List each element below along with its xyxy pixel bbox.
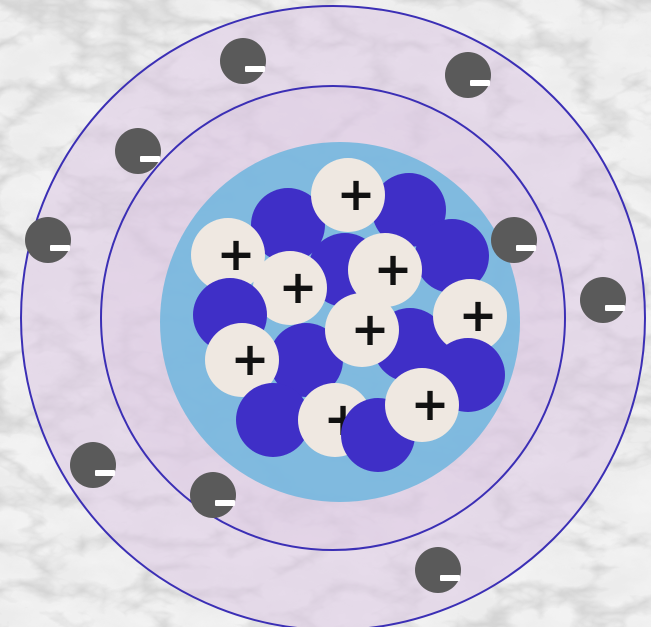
electron-minus-sign xyxy=(605,305,625,311)
electron xyxy=(220,38,266,84)
proton-plus-sign: + xyxy=(459,288,498,342)
electron xyxy=(415,547,461,593)
electron xyxy=(491,217,537,263)
electron-minus-sign xyxy=(245,66,265,72)
electron-body xyxy=(70,442,116,488)
electron-body xyxy=(115,128,161,174)
electron-body xyxy=(415,547,461,593)
electron-body xyxy=(25,217,71,263)
proton: + xyxy=(311,158,385,232)
electron xyxy=(115,128,161,174)
electron-minus-sign xyxy=(95,470,115,476)
proton-plus-sign: + xyxy=(337,167,376,221)
electron xyxy=(190,472,236,518)
electron-body xyxy=(190,472,236,518)
proton-plus-sign: + xyxy=(374,242,413,296)
electron xyxy=(25,217,71,263)
proton-plus-sign: + xyxy=(351,302,390,356)
electron xyxy=(580,277,626,323)
proton-plus-sign: + xyxy=(411,377,450,431)
proton-plus-sign: + xyxy=(279,260,318,314)
proton-plus-sign: + xyxy=(217,227,256,281)
electron-minus-sign xyxy=(215,500,235,506)
electron xyxy=(70,442,116,488)
proton: + xyxy=(325,293,399,367)
proton-plus-sign: + xyxy=(231,332,270,386)
electron-minus-sign xyxy=(440,575,460,581)
electron-body xyxy=(491,217,537,263)
proton: + xyxy=(385,368,459,442)
electron-minus-sign xyxy=(140,156,160,162)
electron xyxy=(445,52,491,98)
electron-minus-sign xyxy=(50,245,70,251)
electron-body xyxy=(220,38,266,84)
electron-body xyxy=(445,52,491,98)
electron-minus-sign xyxy=(516,245,536,251)
electron-body xyxy=(580,277,626,323)
electron-minus-sign xyxy=(470,80,490,86)
